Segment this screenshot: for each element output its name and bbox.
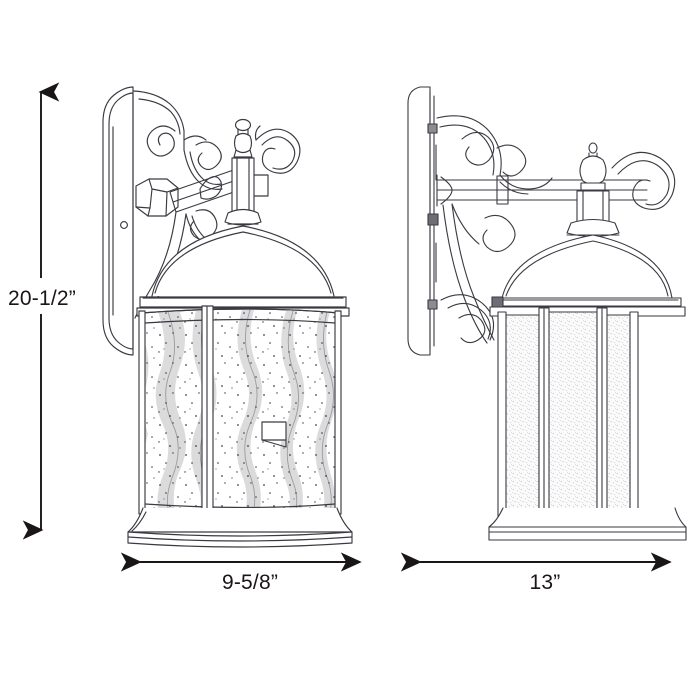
right-scroll-front bbox=[254, 125, 301, 174]
glass-texture-front bbox=[141, 309, 339, 517]
base-plate-side bbox=[488, 507, 687, 541]
base-skirt-front bbox=[127, 507, 353, 548]
glass-body-front bbox=[140, 308, 340, 518]
lower-support-scroll-side bbox=[440, 203, 516, 344]
upper-scrollwork-side bbox=[436, 115, 553, 195]
front-view-lantern bbox=[102, 86, 353, 548]
side-width-dimension-label: 13” bbox=[530, 571, 561, 594]
dimension-annotations: 20-1/2” 9-5/8” 13” bbox=[0, 82, 672, 594]
mullion-bars-side bbox=[497, 307, 639, 522]
height-label-backing bbox=[0, 278, 98, 314]
mount-arm-side bbox=[436, 174, 648, 207]
front-width-dimension: 9-5/8” bbox=[120, 552, 362, 594]
wall-mount-plate-front bbox=[102, 86, 134, 356]
finial-front bbox=[224, 118, 269, 226]
height-dimension-label: 20-1/2” bbox=[8, 287, 76, 310]
glass-body-side bbox=[504, 311, 632, 513]
height-dimension: 20-1/2” bbox=[0, 82, 98, 540]
front-width-dimension-label: 9-5/8” bbox=[222, 571, 278, 594]
finial-side bbox=[566, 142, 620, 238]
side-width-dimension: 13” bbox=[400, 552, 672, 594]
hex-knob-front bbox=[135, 178, 179, 217]
mullion-bars-front bbox=[138, 305, 342, 522]
wall-mount-plate-side bbox=[407, 86, 439, 356]
side-view-lantern bbox=[407, 86, 687, 541]
right-scroll-side bbox=[611, 151, 676, 210]
